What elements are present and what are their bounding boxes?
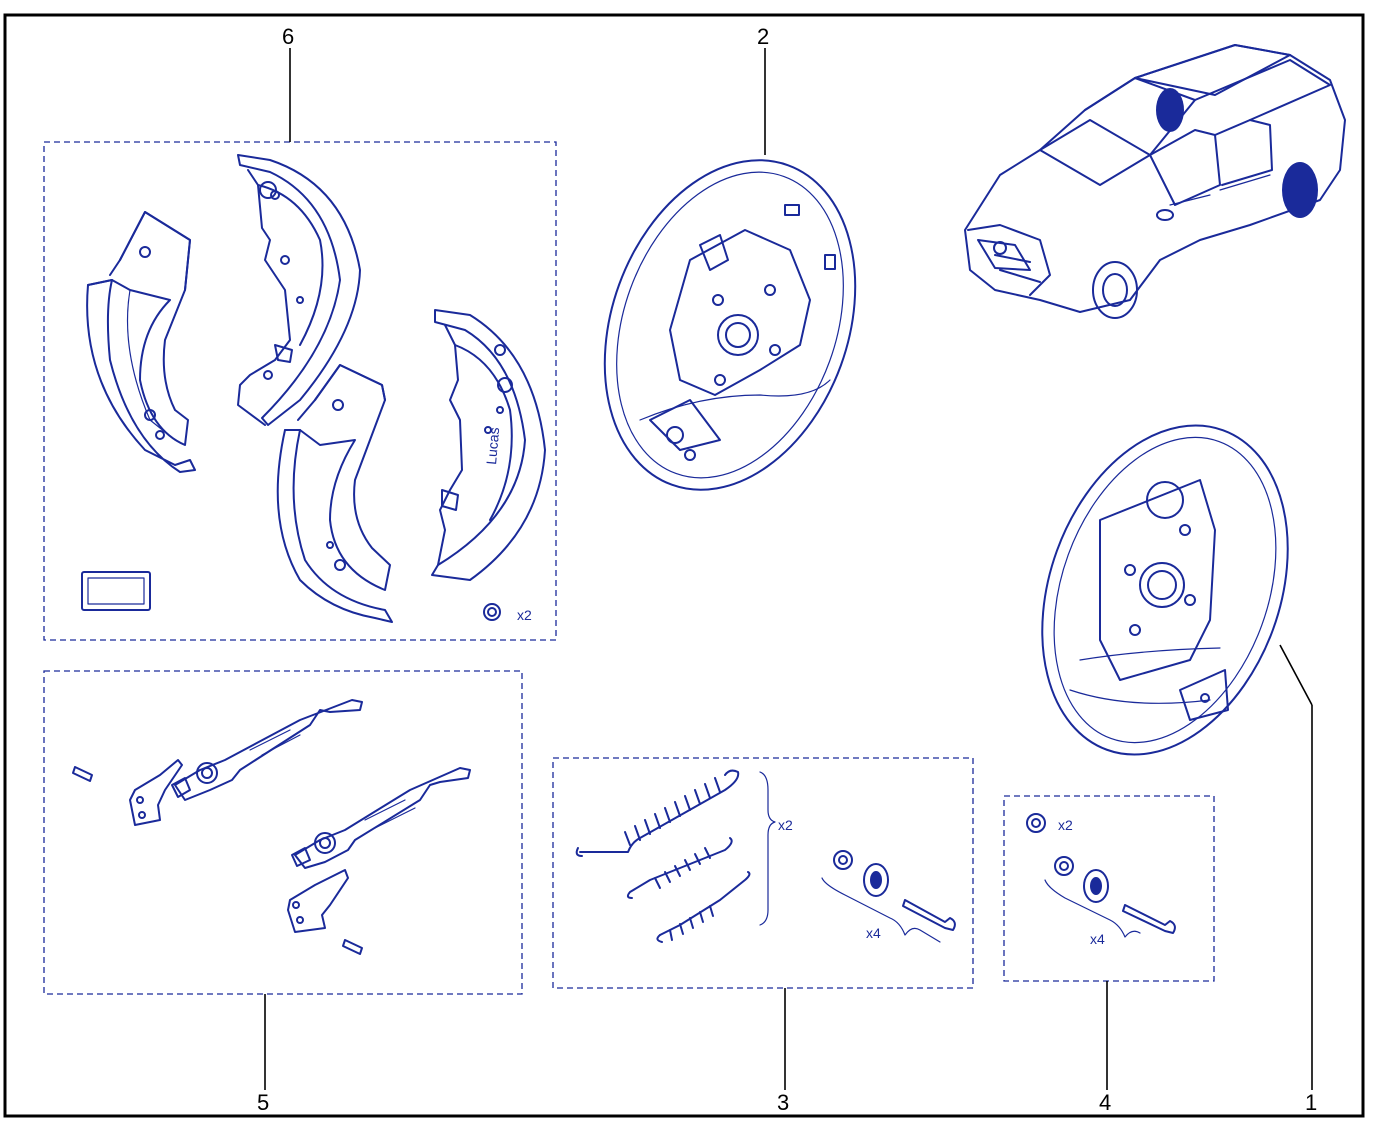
kit-5-dashed-box bbox=[43, 670, 523, 995]
brake-shoe-right: Lucas bbox=[431, 309, 546, 581]
leader-line-1 bbox=[1279, 644, 1313, 706]
shoe-brand-label: Lucas bbox=[483, 427, 502, 466]
vehicle-illustration bbox=[964, 44, 1346, 319]
callout-4: 4 bbox=[1099, 1090, 1111, 1115]
part-group-1-backing-plate-rear[interactable]: 1 bbox=[999, 391, 1331, 1115]
brake-shoe-top bbox=[237, 154, 361, 426]
callout-5: 5 bbox=[257, 1090, 269, 1115]
part-group-6-brake-shoes[interactable]: 6 bbox=[43, 24, 557, 641]
nut-icon bbox=[483, 603, 501, 621]
part-group-2-backing-plate[interactable]: 2 bbox=[561, 24, 899, 525]
kit-4-dashed-box bbox=[1003, 795, 1215, 982]
qty-label-4-nut: x2 bbox=[1058, 817, 1073, 833]
adhesive-pad bbox=[81, 571, 151, 611]
callout-1: 1 bbox=[1305, 1090, 1317, 1115]
part-group-3-springs[interactable]: 3 x2 x4 bbox=[552, 757, 974, 1115]
qty-label-3-springs: x2 bbox=[778, 817, 793, 833]
part-group-4-retaining-pins[interactable]: 4 x2 x4 bbox=[1003, 795, 1215, 1115]
kit-3-dashed-box bbox=[552, 757, 974, 989]
part-group-5-adjusters[interactable]: 5 bbox=[43, 670, 523, 1115]
callout-3: 3 bbox=[777, 1090, 789, 1115]
brake-shoe-bottom bbox=[276, 364, 393, 623]
qty-label-3-pins: x4 bbox=[866, 925, 881, 941]
qty-label-6-nut: x2 bbox=[517, 607, 532, 623]
callout-6: 6 bbox=[282, 24, 294, 49]
brake-shoe-left bbox=[86, 211, 196, 473]
diagram-frame bbox=[3, 13, 1365, 1118]
qty-label-4-pins: x4 bbox=[1090, 931, 1105, 947]
kit-6-dashed-box bbox=[43, 141, 557, 641]
callout-2: 2 bbox=[757, 24, 769, 49]
